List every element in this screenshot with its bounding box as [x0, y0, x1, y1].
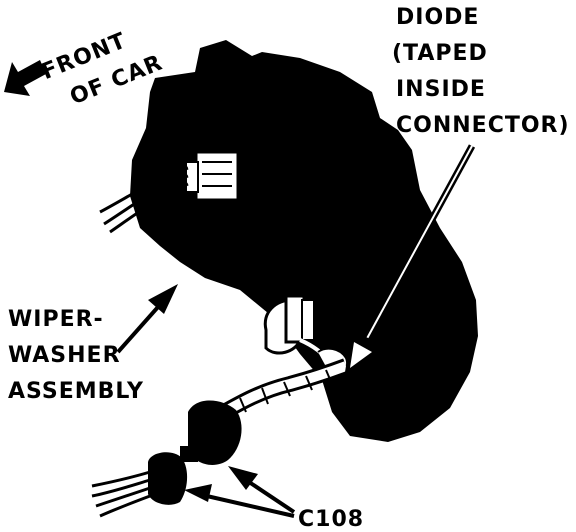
c108-connector	[148, 400, 242, 505]
assembly-label-line1: WIPER-	[8, 307, 104, 332]
assembly-label-line3: ASSEMBLY	[8, 379, 144, 404]
upper-wires	[99, 166, 189, 234]
upper-connector	[185, 150, 240, 202]
diode-leader-arrow	[344, 144, 476, 378]
diode-label-line2: (TAPED	[392, 41, 488, 66]
assembly-label-line2: WASHER	[8, 343, 121, 368]
wiper-washer-body	[130, 40, 478, 442]
lower-wires	[91, 470, 151, 518]
diode-label-line1: DIODE	[396, 5, 479, 30]
middle-connector	[263, 294, 348, 376]
diode-label-line3: INSIDE	[396, 77, 486, 102]
diode-label-line4: CONNECTOR)	[396, 113, 570, 138]
front-direction-arrow	[4, 60, 46, 96]
c108-leader-arrows	[184, 466, 296, 518]
c108-label: C108	[298, 507, 364, 532]
assembly-leader-arrow	[116, 284, 178, 354]
